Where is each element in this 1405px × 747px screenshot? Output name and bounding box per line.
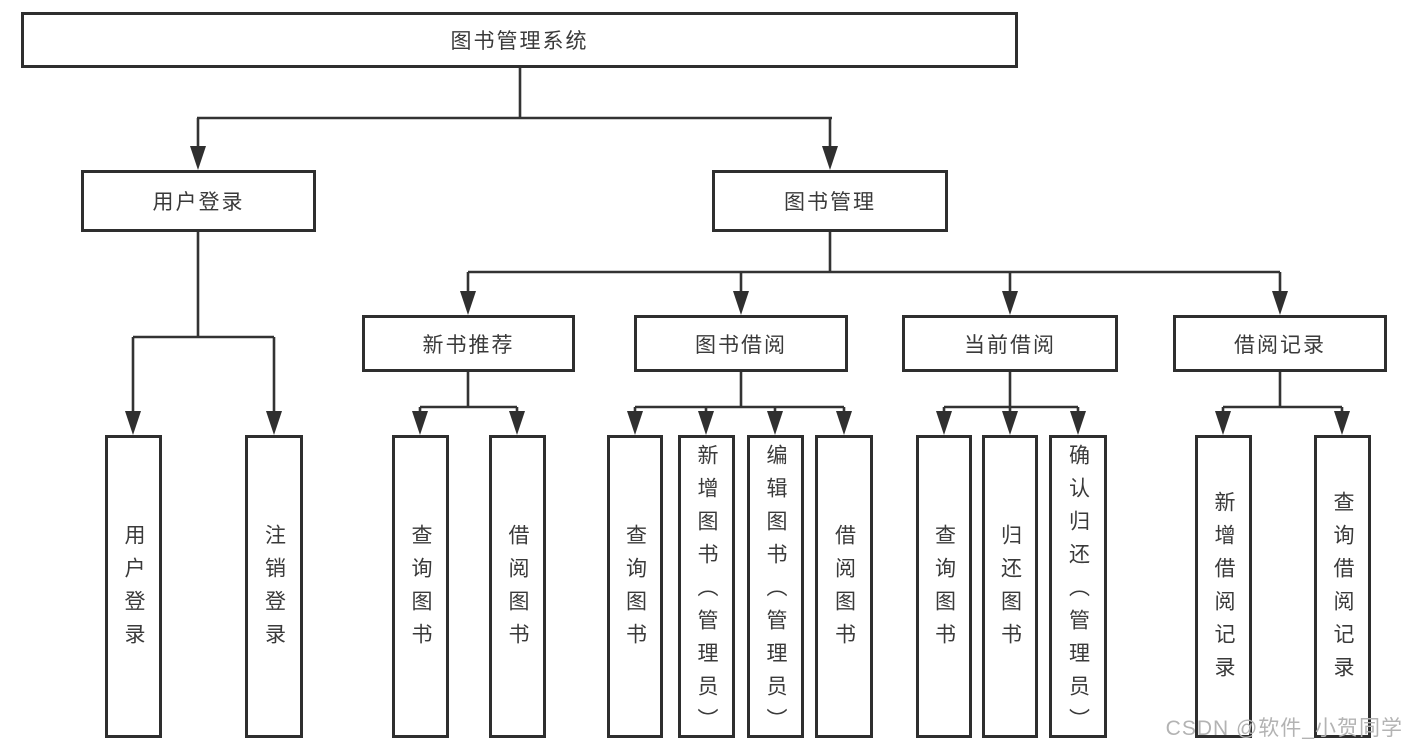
leaf-confirm-return-admin: 确认归还（管理员） — [1049, 435, 1107, 741]
leaf-return-books: 归还图书 — [982, 435, 1038, 738]
leaf-borrow-books: 借阅图书 — [815, 435, 873, 738]
leaf-borrow-books-recommend: 借阅图书 — [489, 435, 546, 738]
node-user-login-branch: 用户登录 — [81, 170, 316, 232]
leaf-query-borrow-record: 查询借阅记录 — [1314, 435, 1371, 738]
leaf-query-books-current: 查询图书 — [916, 435, 972, 738]
leaf-query-books-borrowing: 查询图书 — [607, 435, 663, 738]
csdn-watermark: CSDN @软件_小贺同学 — [1165, 717, 1403, 740]
node-current-borrowing: 当前借阅 — [902, 315, 1118, 372]
leaf-query-books-recommend: 查询图书 — [392, 435, 449, 738]
node-borrowing-records: 借阅记录 — [1173, 315, 1387, 372]
leaf-edit-books-admin: 编辑图书（管理员） — [747, 435, 804, 741]
node-book-borrowing: 图书借阅 — [634, 315, 848, 372]
leaf-logout: 注销登录 — [245, 435, 303, 738]
leaf-add-books-admin: 新增图书（管理员） — [678, 435, 735, 741]
node-book-management-branch: 图书管理 — [712, 170, 948, 232]
leaf-add-borrow-record: 新增借阅记录 — [1195, 435, 1252, 738]
node-library-management-system: 图书管理系统 — [21, 12, 1018, 68]
node-new-book-recommendation: 新书推荐 — [362, 315, 575, 372]
leaf-user-login: 用户登录 — [105, 435, 162, 738]
